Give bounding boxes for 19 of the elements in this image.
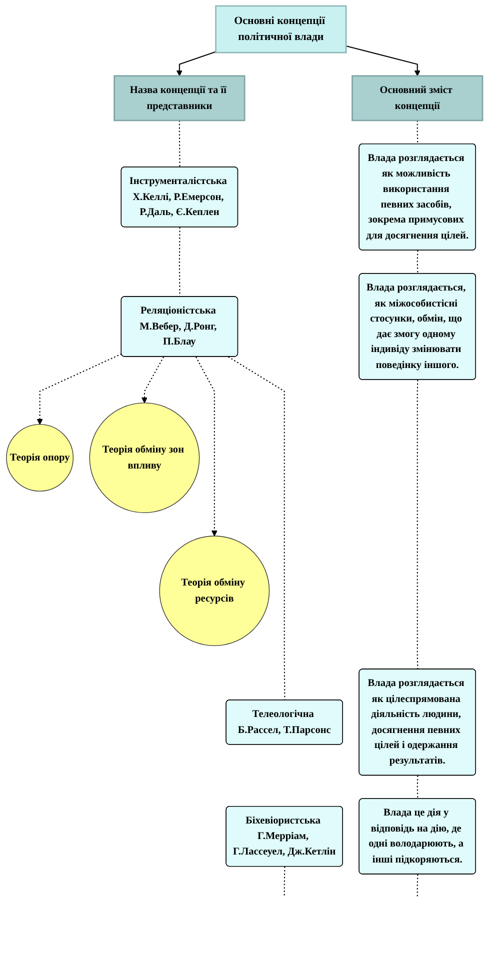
connector [178,227,180,297]
connector [416,776,418,799]
arrow [36,353,122,425]
node-circle: Теорія обміну зон впливу [88,402,200,513]
connector [283,866,285,898]
arrow [176,51,216,76]
connector [228,356,285,700]
connector [416,120,418,144]
connector [416,874,418,898]
connector [178,120,180,168]
arrow [195,356,217,536]
arrow [345,45,420,76]
node-box: Основні концепції політичної влади [214,5,346,54]
node-box: Основний зміст концепції [351,75,483,122]
connector [416,250,418,274]
node-circle: Теорія опору [6,424,74,492]
node-box: Назва концепції та її представники [113,75,245,122]
arrow [140,356,164,404]
node-circle: Теорія обміну ресурсів [158,536,270,646]
